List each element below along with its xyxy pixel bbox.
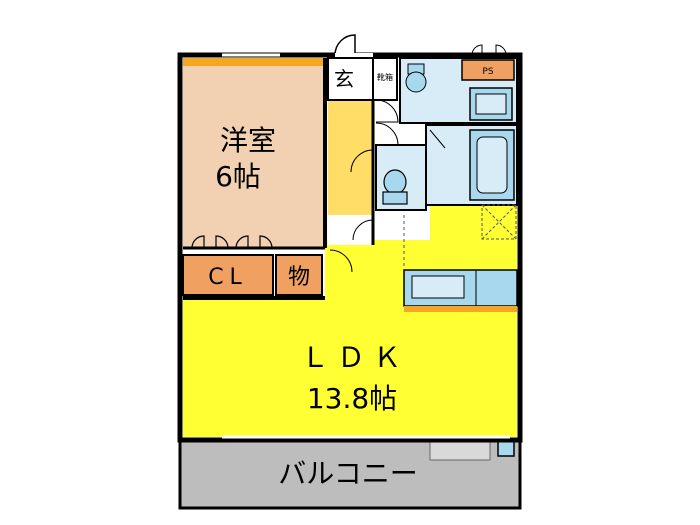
balcony-label: バルコニー (278, 457, 417, 490)
western-room-name: 洋室 (220, 124, 276, 157)
ldk-name: ＬＤＫ (301, 341, 409, 374)
washbasin-icon (469, 87, 513, 121)
pipe-space (461, 44, 515, 81)
storage-label: 物 (288, 265, 310, 290)
closet (182, 254, 325, 300)
entrance-label: 玄 (334, 67, 354, 91)
kitchen (403, 204, 518, 312)
ldk-size: 13.8帖 (307, 382, 397, 415)
pipe-space-label: PS (482, 67, 493, 77)
windows (222, 52, 510, 440)
balcony (178, 419, 522, 510)
closet-doors (191, 235, 273, 249)
closet-label: CL (208, 265, 248, 290)
toilet-icon-2 (382, 169, 408, 205)
shoe-box-label: 靴箱 (377, 72, 393, 82)
toilet-icon (405, 63, 427, 93)
door-swings (329, 99, 446, 273)
bathtub-icon (469, 129, 515, 201)
western-room-size: 6帖 (215, 160, 261, 193)
entrance (327, 34, 398, 101)
hallway (328, 99, 375, 245)
western-room (183, 58, 327, 250)
